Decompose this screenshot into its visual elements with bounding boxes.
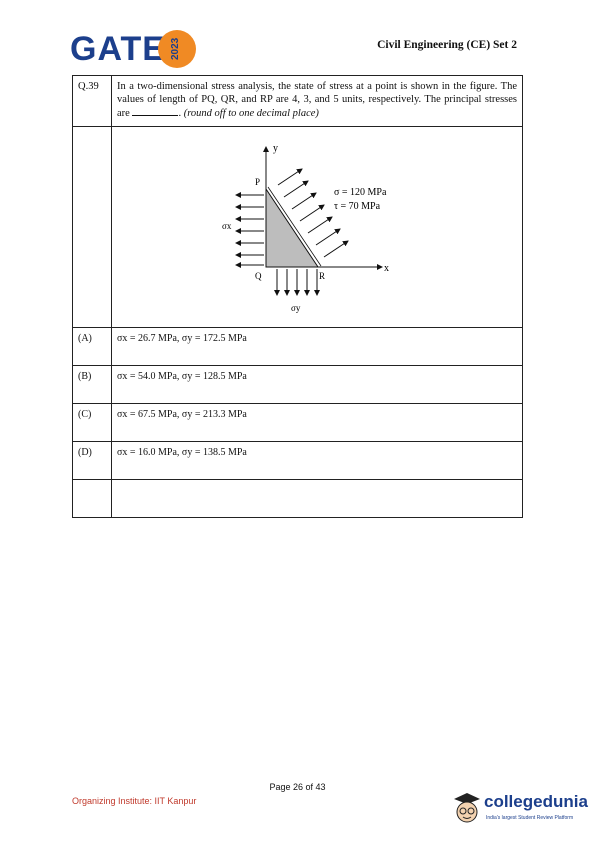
sigma-value-label: σ = 120 MPa	[334, 187, 387, 198]
collegedunia-brand: collegedunia	[484, 792, 588, 811]
y-axis-label: y	[273, 143, 278, 154]
question-text: In a two-dimensional stress analysis, th…	[111, 75, 523, 127]
option-b-text: σx = 54.0 MPa, σy = 128.5 MPa	[111, 364, 523, 404]
empty-cell-left	[72, 478, 112, 518]
sigma-y-arrows	[274, 268, 320, 296]
paper-title: Civil Engineering (CE) Set 2	[377, 39, 517, 51]
option-a-label: (A)	[72, 326, 112, 366]
option-d-label: (D)	[72, 440, 112, 480]
question-table: Q.39 In a two-dimensional stress analysi…	[72, 75, 523, 518]
option-c-label: (C)	[72, 402, 112, 442]
gate-logo-year: 2023	[170, 37, 181, 61]
point-q-label: Q	[255, 271, 262, 281]
point-r-label: R	[319, 271, 325, 281]
x-axis-label: x	[384, 263, 389, 274]
answer-blank	[132, 106, 179, 117]
hypotenuse-offset	[267, 186, 322, 267]
organizer-text: Organizing Institute: IIT Kanpur	[72, 796, 197, 806]
point-p-label: P	[255, 177, 260, 187]
sigma-x-label: σx	[222, 221, 232, 231]
question-number: Q.39	[72, 75, 112, 127]
option-c-text: σx = 67.5 MPa, σy = 213.3 MPa	[111, 402, 523, 442]
figure-cell: y x P Q R σx	[111, 125, 523, 328]
empty-cell-right	[111, 478, 523, 518]
gate-logo-circle	[158, 30, 196, 68]
tau-value-label: τ = 70 MPa	[334, 201, 381, 212]
sigma-y-label: σy	[291, 303, 301, 313]
stress-figure: y x P Q R σx	[222, 143, 389, 313]
page-number: Page 26 of 43	[269, 782, 326, 792]
gate-logo: GATE 2023	[70, 28, 196, 72]
collegedunia-logo: collegedunia India's largest Student Rev…	[452, 790, 588, 830]
question-instruction: (round off to one decimal place)	[183, 108, 319, 120]
triangle-pqr	[265, 187, 319, 268]
figure-left-cell	[72, 125, 112, 328]
option-a-text: σx = 26.7 MPa, σy = 172.5 MPa	[111, 326, 523, 366]
question-text-part2: .	[178, 108, 184, 120]
collegedunia-tagline: India's largest Student Review Platform	[486, 815, 574, 821]
inclined-stress-arrows	[277, 168, 349, 258]
sigma-x-arrows	[235, 191, 264, 268]
option-d-text: σx = 16.0 MPa, σy = 138.5 MPa	[111, 440, 523, 480]
option-b-label: (B)	[72, 364, 112, 404]
gate-logo-text: GATE	[70, 30, 166, 68]
mascot-icon	[454, 793, 480, 823]
question-text-part1: In a two-dimensional stress analysis, th…	[117, 81, 517, 120]
